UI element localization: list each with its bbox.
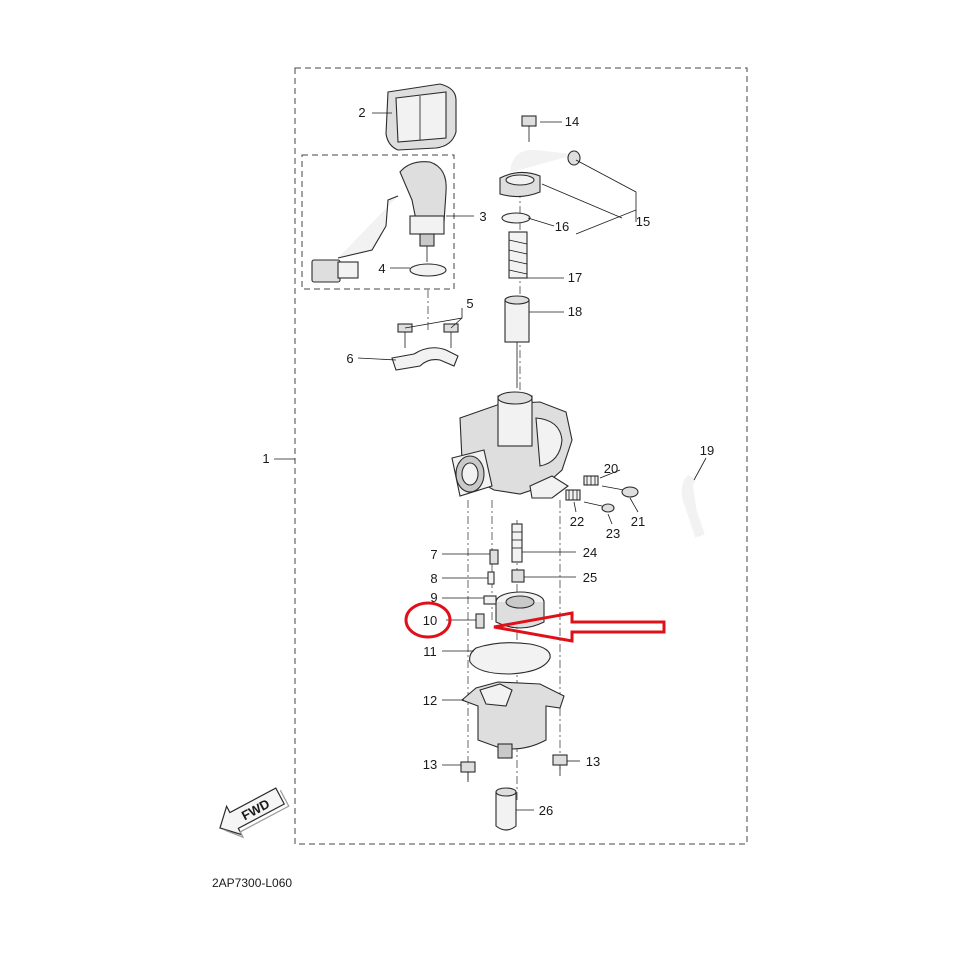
callout-12: 12: [423, 693, 437, 708]
highlight-circle: [404, 601, 452, 639]
callout-22: 22: [570, 514, 584, 529]
callout-5: 5: [466, 296, 473, 311]
highlight-arrow: [493, 611, 666, 643]
part-12-float-chamber: [460, 681, 565, 759]
assembly-boundary: [294, 67, 748, 845]
part-16-o-ring: [501, 212, 531, 224]
part-13-screws: [460, 754, 568, 782]
callout-25: 25: [583, 570, 597, 585]
diagram-code: 2AP7300-L060: [212, 876, 293, 890]
callout-14: 14: [565, 114, 579, 129]
callout-18: 18: [568, 304, 582, 319]
part-4-o-ring: [409, 263, 447, 277]
part-10-float-valve: [475, 613, 485, 629]
callout-7: 7: [430, 547, 437, 562]
carburetor-body: [451, 391, 573, 499]
leader-lines: [274, 112, 707, 811]
callout-8: 8: [430, 571, 437, 586]
part-11-gasket: [469, 642, 551, 675]
callout-19: 19: [700, 443, 714, 458]
callout-15: 15: [636, 214, 650, 229]
part-20-spring: [583, 475, 599, 486]
part-15-cap-fitting: [499, 149, 581, 198]
callout-26: 26: [539, 803, 553, 818]
callout-10: 10: [423, 613, 437, 628]
part-8-pin: [487, 571, 495, 585]
part-6-plate: [391, 347, 459, 371]
callout-13-left: 13: [423, 757, 437, 772]
callout-24: 24: [583, 545, 597, 560]
part-2-cover: [385, 83, 457, 151]
highlight-annotation: [404, 601, 666, 643]
part-17-spring: [508, 231, 528, 279]
callout-13-right: 13: [586, 754, 600, 769]
part-3-starter-plunger: [311, 161, 447, 283]
part-24-needle-jet: [511, 523, 523, 563]
fwd-arrow: FWD: [219, 787, 290, 839]
callout-21: 21: [631, 514, 645, 529]
callout-23: 23: [606, 526, 620, 541]
part-26-drain-hose: [495, 787, 517, 831]
callout-2: 2: [358, 105, 365, 120]
part-21-screw: [601, 485, 639, 498]
callout-11: 11: [423, 644, 437, 659]
callout-9: 9: [430, 590, 437, 605]
callout-20: 20: [604, 461, 618, 476]
part-23-screw: [583, 501, 615, 513]
part-22-spring: [565, 489, 581, 501]
part-18-throttle-valve: [504, 295, 530, 388]
callout-labels: 1 2 3 4 5 6 7 8 9 10 11 12 13 13 14 15 1…: [262, 105, 714, 818]
part-14-screw: [521, 115, 537, 142]
starter-subassembly-boundary: [301, 154, 455, 290]
part-7-pilot-jet: [489, 549, 499, 565]
part-25-main-jet: [511, 569, 525, 583]
callout-4: 4: [378, 261, 385, 276]
callout-1: 1: [262, 451, 269, 466]
callout-16: 16: [555, 219, 569, 234]
callout-3: 3: [479, 209, 486, 224]
callout-6: 6: [346, 351, 353, 366]
callout-17: 17: [568, 270, 582, 285]
